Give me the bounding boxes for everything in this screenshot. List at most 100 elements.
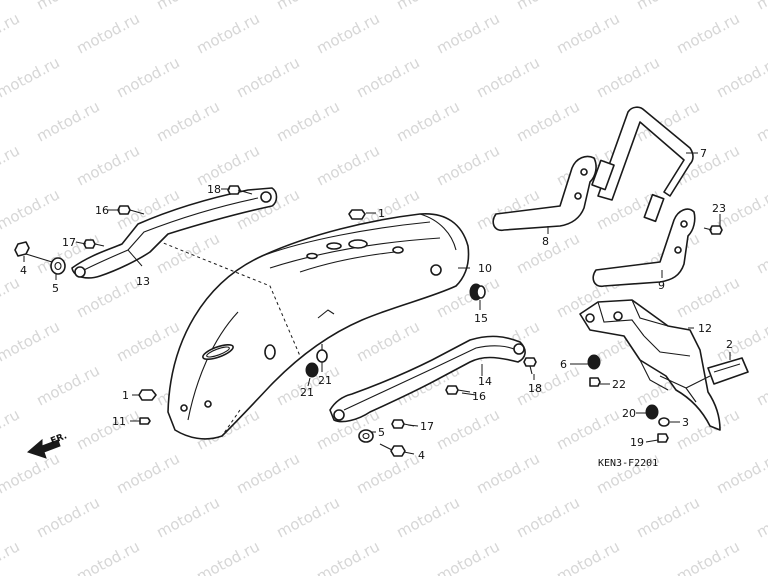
watermark-text: motod.ru: [753, 0, 768, 14]
watermark-text: motod.ru: [433, 141, 502, 189]
callout-9: 9: [658, 279, 665, 292]
callout-2: 2: [726, 338, 733, 351]
fasteners: [14, 185, 723, 457]
callout-22: 22: [612, 378, 626, 391]
watermark-text: motod.ru: [673, 273, 742, 321]
watermark-text: motod.ru: [473, 449, 542, 497]
watermark-text: motod.ru: [433, 405, 502, 453]
watermark-text: motod.ru: [473, 53, 542, 101]
callout-21b: 21: [318, 374, 332, 387]
callout-1b: 1: [122, 389, 129, 402]
watermark-text: motod.ru: [353, 317, 422, 365]
watermark-text: motod.ru: [513, 0, 582, 14]
watermark-text: motod.ru: [0, 53, 63, 101]
watermark-text: motod.ru: [0, 405, 23, 453]
watermark-text: motod.ru: [393, 0, 462, 14]
watermark-text: motod.ru: [73, 273, 142, 321]
callout-15: 15: [474, 312, 488, 325]
watermark-text: motod.ru: [633, 493, 702, 541]
rear-fender: [135, 213, 470, 440]
callout-19: 19: [630, 436, 644, 449]
watermark-text: motod.ru: [673, 537, 742, 576]
callout-10: 10: [478, 262, 492, 275]
backrest-stay-left: [492, 155, 597, 232]
watermark-text: motod.ru: [73, 9, 142, 57]
callout-8: 8: [542, 235, 549, 248]
watermark-text: motod.ru: [753, 97, 768, 145]
watermark-text: motod.ru: [0, 9, 23, 57]
license-bracket: [579, 299, 721, 431]
watermark-text: motod.ru: [153, 493, 222, 541]
watermark-text: motod.ru: [0, 141, 23, 189]
watermark-text: motod.ru: [153, 0, 222, 14]
watermark-text: motod.ru: [313, 9, 382, 57]
watermark-text: motod.ru: [273, 493, 342, 541]
watermark-text: motod.ru: [0, 185, 63, 233]
callout-20: 20: [622, 407, 636, 420]
watermark-text: motod.ru: [353, 449, 422, 497]
callout-1a: 1: [378, 207, 385, 220]
watermark-text: motod.ru: [233, 449, 302, 497]
watermark-text: motod.ru: [393, 97, 462, 145]
callout-11: 11: [112, 415, 126, 428]
watermark-text: motod.ru: [713, 53, 768, 101]
watermark-text: motod.ru: [0, 273, 23, 321]
watermark-text: motod.ru: [0, 537, 23, 576]
callout-5a: 5: [52, 282, 59, 295]
watermark-text: motod.ru: [713, 449, 768, 497]
watermark-text: motod.ru: [33, 0, 102, 14]
watermark-text: motod.ru: [113, 317, 182, 365]
watermark-text: motod.ru: [513, 361, 582, 409]
reflector: [685, 357, 749, 389]
watermark-text: motod.ru: [553, 537, 622, 576]
watermark-text: motod.ru: [593, 53, 662, 101]
watermark-text: motod.ru: [0, 317, 63, 365]
watermark-text: motod.ru: [193, 141, 262, 189]
left-grab-rail: [71, 187, 278, 279]
watermark-text: motod.ru: [273, 97, 342, 145]
watermark-text: motod.ru: [273, 0, 342, 14]
leader-lines: [23, 152, 731, 455]
watermark-text: motod.ru: [433, 9, 502, 57]
watermark-text: motod.ru: [393, 493, 462, 541]
watermark-text: motod.ru: [0, 449, 63, 497]
watermark-text: motod.ru: [513, 493, 582, 541]
right-grab-rail: [329, 335, 526, 423]
watermark-text: motod.ru: [553, 405, 622, 453]
callout-7: 7: [700, 147, 707, 160]
watermark-text: motod.ru: [753, 361, 768, 409]
callout-4b: 4: [418, 449, 425, 462]
callout-17b: 17: [420, 420, 434, 433]
callout-5b: 5: [378, 426, 385, 439]
watermark-text: motod.ru: [313, 537, 382, 576]
watermark-text: motod.ru: [113, 449, 182, 497]
diagram-code: KEN3-F2201: [598, 458, 658, 469]
callout-16b: 16: [472, 390, 486, 403]
watermark-text: motod.ru: [513, 97, 582, 145]
watermark-text: motod.ru: [673, 9, 742, 57]
watermark-text: motod.ru: [593, 449, 662, 497]
watermark-text: motod.ru: [33, 97, 102, 145]
callout-16a: 16: [95, 204, 109, 217]
watermark-text: motod.ru: [193, 537, 262, 576]
watermark-text: motod.ru: [33, 361, 102, 409]
callout-13: 13: [136, 275, 150, 288]
backrest-pipe: [591, 106, 694, 223]
callout-4a: 4: [20, 264, 27, 277]
callout-18b: 18: [528, 382, 542, 395]
callout-23: 23: [712, 202, 726, 215]
front-direction-arrow: FR.: [27, 431, 69, 459]
backrest-stay-right: [592, 208, 696, 288]
watermark-text: motod.ru: [633, 0, 702, 14]
callout-12: 12: [698, 322, 712, 335]
watermark-text: motod.ru: [153, 97, 222, 145]
watermark-text: motod.ru: [433, 537, 502, 576]
callout-labels: 18 16 17 4 5 13 1 10 15 21 21 1 11 14 16…: [20, 147, 733, 462]
callout-18a: 18: [207, 183, 221, 196]
watermark-text: motod.ru: [113, 53, 182, 101]
watermark-text: motod.ru: [33, 493, 102, 541]
watermark-text: motod.ru: [73, 405, 142, 453]
watermark-text: motod.ru: [233, 53, 302, 101]
callout-3: 3: [682, 416, 689, 429]
